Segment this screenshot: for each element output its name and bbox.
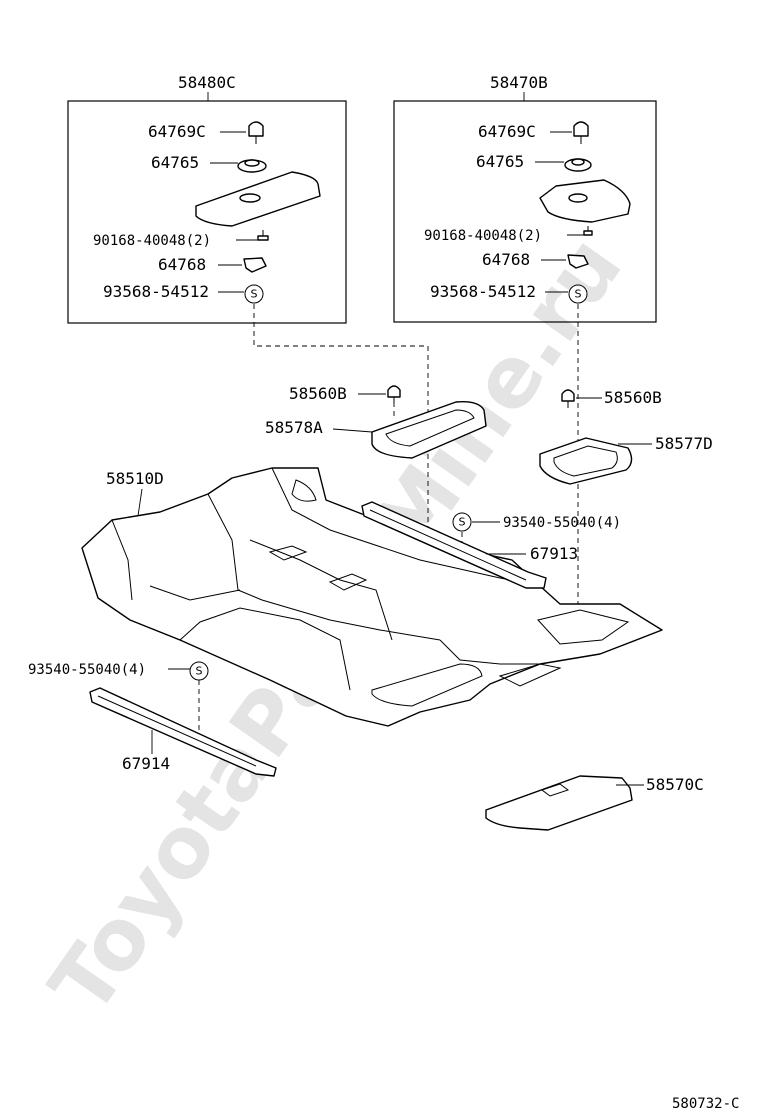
svg-text:S: S <box>251 288 258 301</box>
left-bracket-label[interactable]: 64768 <box>158 255 206 274</box>
sealant-symbol: S <box>244 284 264 304</box>
washer-icon <box>564 158 592 172</box>
svg-text:S: S <box>459 516 466 529</box>
cover-label[interactable]: 58570C <box>646 775 704 794</box>
screw-icon <box>583 226 593 236</box>
frame-left-icon <box>371 400 487 459</box>
assembly-left-code: 58480C <box>178 73 236 92</box>
sealant-symbol: S <box>568 284 588 304</box>
sealant-symbol: S <box>452 512 472 532</box>
washer-icon <box>237 159 267 173</box>
clip-left-label[interactable]: 58560B <box>289 384 347 403</box>
assembly-left: 58480C 64769C 64765 90168-40048(2) 64768 <box>67 73 347 324</box>
left-clip-label[interactable]: 64769C <box>148 122 206 141</box>
plate-right-label[interactable]: 67913 <box>530 544 578 563</box>
clip-icon <box>387 385 401 403</box>
clip-right-label[interactable]: 58560B <box>604 388 662 407</box>
assembly-right-box <box>393 100 657 323</box>
assembly-right: 58470B 64769C 64765 90168-40048(2) 64768 <box>393 73 657 323</box>
plate-left-icon <box>89 687 277 777</box>
right-sealant-label[interactable]: 93568-54512 <box>430 282 536 301</box>
right-bracket-label[interactable]: 64768 <box>482 250 530 269</box>
clip-icon <box>561 389 575 408</box>
frame-right-icon <box>539 437 633 485</box>
clip-icon <box>573 121 589 144</box>
right-clip-label[interactable]: 64769C <box>478 122 536 141</box>
left-washer-label[interactable]: 64765 <box>151 153 199 172</box>
sealant-lower-label[interactable]: 93540-55040(4) <box>28 662 146 678</box>
floor-carpet-label[interactable]: 58510D <box>106 469 164 488</box>
alignment-line-left <box>253 304 429 700</box>
plate-right-icon <box>361 501 547 589</box>
assembly-left-box <box>67 100 347 324</box>
assembly-right-code: 58470B <box>490 73 548 92</box>
svg-text:S: S <box>196 665 203 678</box>
sealant-upper-label[interactable]: 93540-55040(4) <box>503 515 621 531</box>
cover-icon <box>485 775 633 831</box>
svg-text:S: S <box>575 288 582 301</box>
frame-left-label[interactable]: 58578A <box>265 418 323 437</box>
screw-icon <box>257 230 269 241</box>
bracket-icon <box>243 257 267 273</box>
right-screw-label[interactable]: 90168-40048(2) <box>424 228 542 244</box>
right-washer-label[interactable]: 64765 <box>476 152 524 171</box>
plate-left-label[interactable]: 67914 <box>122 754 170 773</box>
left-sealant-label[interactable]: 93568-54512 <box>103 282 209 301</box>
bracket-icon <box>567 254 589 269</box>
pad-icon <box>195 171 321 227</box>
pad-icon <box>539 179 631 223</box>
left-screw-label[interactable]: 90168-40048(2) <box>93 233 211 249</box>
sealant-symbol: S <box>189 661 209 681</box>
clip-icon <box>248 121 264 144</box>
diagram-id: 580732-C <box>672 1096 739 1112</box>
frame-right-label[interactable]: 58577D <box>655 434 713 453</box>
